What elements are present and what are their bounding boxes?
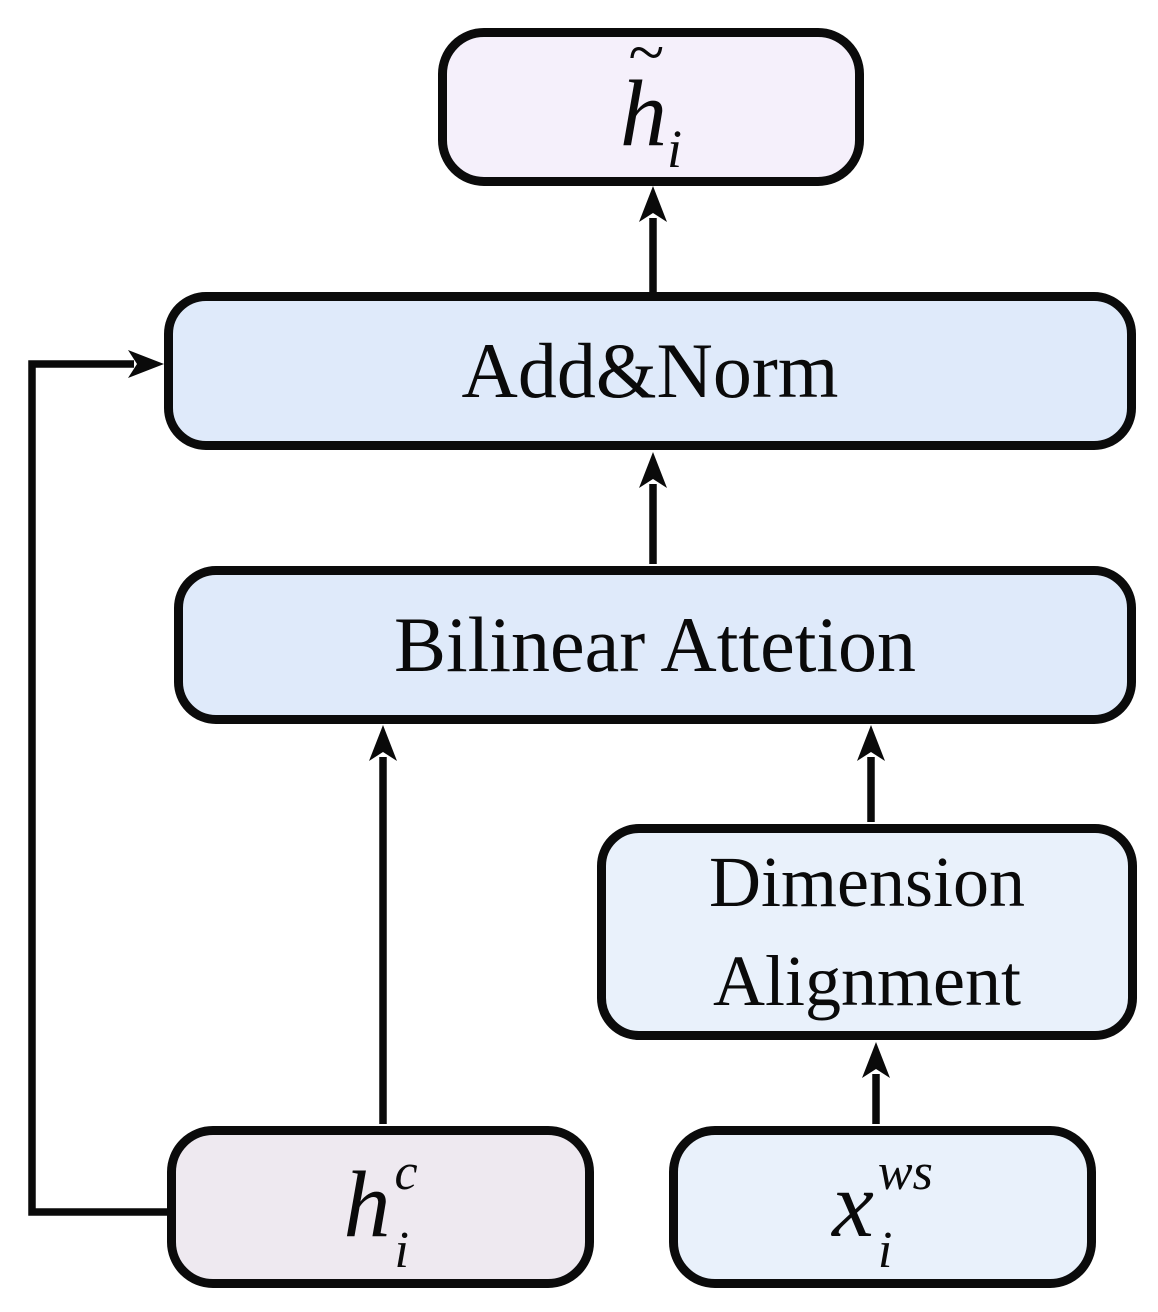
- math-subscript-i: i: [394, 1222, 409, 1279]
- tilde-accent: ~: [627, 16, 664, 89]
- arrow-dimension-to-bilinear: [857, 725, 885, 822]
- math-subscript-i: i: [877, 1222, 893, 1279]
- math-label-h-tilde-i: ~ h i: [619, 16, 682, 177]
- bilinear-attention-label: Bilinear Attetion: [393, 601, 917, 688]
- node-output-h-tilde: ~ h i: [438, 16, 864, 186]
- residual-connection-hc-to-addnorm: [28, 350, 172, 1216]
- dimension-alignment-label-line1: Dimension: [709, 842, 1025, 922]
- arrow-hc-to-bilinear: [369, 725, 397, 1124]
- math-superscript-c: c: [394, 1144, 418, 1201]
- node-bilinear-attention: Bilinear Attetion: [174, 566, 1136, 724]
- node-x-ws-input: x ws i: [669, 1126, 1096, 1288]
- arrow-xws-to-dimension: [862, 1042, 890, 1124]
- math-base-x: x: [832, 1153, 874, 1257]
- node-dimension-alignment: Dimension Alignment: [597, 824, 1137, 1040]
- arrow-bilinear-to-addnorm: [639, 452, 667, 564]
- math-subscript-i: i: [666, 119, 682, 179]
- math-base-h: h: [343, 1153, 391, 1257]
- math-superscript-ws: ws: [877, 1144, 933, 1201]
- arrow-addnorm-to-output: [639, 186, 667, 296]
- add-norm-label: Add&Norm: [461, 327, 839, 414]
- math-label-h-i-c: h c i: [343, 1147, 417, 1277]
- math-base-h: h: [619, 62, 667, 166]
- math-label-x-i-ws: x ws i: [832, 1147, 933, 1277]
- node-add-norm: Add&Norm: [164, 292, 1136, 450]
- node-h-c-input: h c i: [167, 1126, 594, 1288]
- dimension-alignment-label-line2: Alignment: [713, 941, 1021, 1021]
